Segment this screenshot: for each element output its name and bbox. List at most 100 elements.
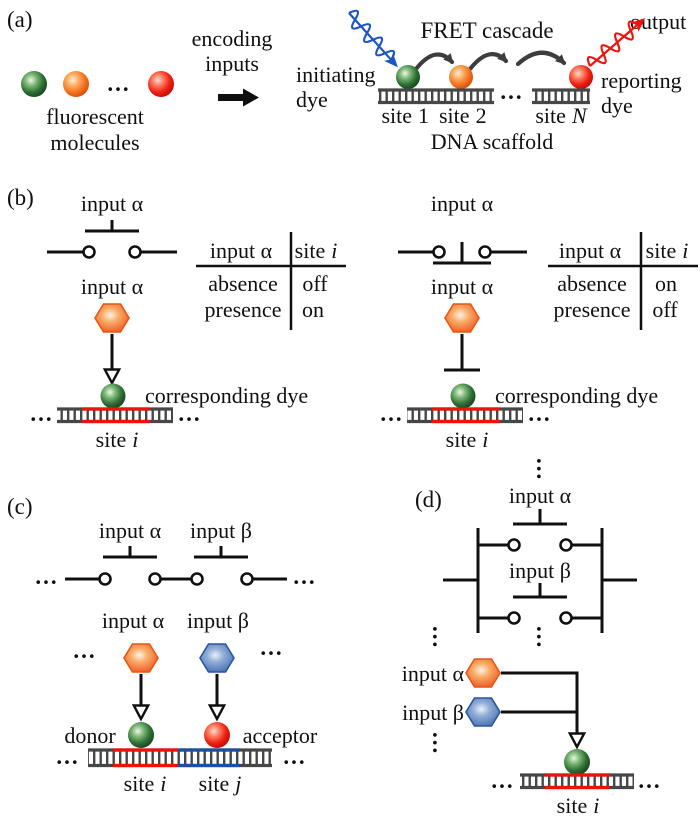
table-header-input: input α <box>210 238 273 263</box>
switch-terminal <box>240 572 254 586</box>
reporting-label-1: reporting <box>601 68 682 93</box>
panel-c-label: (c) <box>7 494 33 519</box>
fluorescent-label-1: fluorescent <box>46 104 144 129</box>
corresponding-dye-icon <box>564 749 590 775</box>
dna-scaffold-bar <box>57 407 173 424</box>
donor-label: donor <box>64 723 116 748</box>
input-alpha-hexagon-icon <box>94 303 130 333</box>
table-header-input: input α <box>559 238 622 263</box>
switch-terminal <box>559 538 573 552</box>
dna-scaffold-bar <box>88 748 272 768</box>
ellipsis: ... <box>500 79 523 104</box>
dna-scaffold-bar <box>520 773 634 790</box>
acceptor-dye-icon <box>204 722 230 748</box>
input-beta-hexagon-icon <box>199 643 235 673</box>
switch-terminal <box>507 538 521 552</box>
fret-hop-arrow <box>467 52 509 72</box>
switch-terminal <box>98 572 112 586</box>
right-arrow-icon <box>218 88 259 107</box>
combined-activation-arrow-icon <box>501 671 587 750</box>
switch-terminal <box>507 611 521 625</box>
green-dye-icon <box>21 71 47 97</box>
fluorescent-label-2: molecules <box>50 130 139 155</box>
table-cell: absence <box>557 271 627 296</box>
ellipsis: ... <box>380 401 403 426</box>
output-photon-icon <box>586 18 646 67</box>
table-cell: on <box>655 271 677 296</box>
input-alpha-hexagon-icon <box>123 643 159 673</box>
inhibition-arrow-icon <box>444 334 480 372</box>
corresponding-dye-label: corresponding dye <box>495 383 658 408</box>
table-cell: off <box>302 271 328 296</box>
switch-terminal <box>128 245 142 259</box>
ellipsis: ... <box>35 564 58 589</box>
switch-terminal <box>82 245 96 259</box>
table-cell: presence <box>205 297 282 322</box>
input-alpha-molecule-label: input α <box>81 274 144 299</box>
ellipsis: ... <box>638 768 661 793</box>
input-beta-switch-label: input β <box>190 518 252 543</box>
initiating-label-1: initiating <box>296 62 375 87</box>
input-alpha-molecule-label: input α <box>102 608 165 633</box>
input-alpha-switch-label: input α <box>431 191 494 216</box>
panel-b-label: (b) <box>7 185 34 210</box>
activation-arrow-icon <box>131 674 151 722</box>
switch-terminal <box>478 245 492 259</box>
corresponding-dye-icon <box>450 383 476 409</box>
panel-b: (b) input α input α corresponding dye ..… <box>7 185 698 452</box>
input-alpha-switch-label: input α <box>99 518 162 543</box>
switch-terminal <box>432 245 446 259</box>
ellipsis: ... <box>293 564 316 589</box>
input-beta-molecule-label: input β <box>187 608 249 633</box>
switch-terminal <box>148 572 162 586</box>
site2-dye-icon <box>449 65 473 89</box>
ellipsis: ... <box>283 744 306 769</box>
input-alpha-hexagon-icon <box>444 303 480 333</box>
initiating-photon-icon <box>348 9 398 68</box>
dna-scaffold-label: DNA scaffold <box>431 129 553 154</box>
ellipsis: ... <box>528 401 551 426</box>
vertical-ellipsis: ... <box>532 626 557 649</box>
acceptor-label: acceptor <box>243 723 318 748</box>
parallel-switches-icon <box>443 509 637 633</box>
input-alpha-molecule-label: input α <box>402 661 465 686</box>
vertical-ellipsis: ... <box>532 458 557 481</box>
donor-dye-icon <box>128 722 154 748</box>
ellipsis: ... <box>73 638 96 663</box>
vertical-ellipsis: ... <box>428 626 453 649</box>
input-beta-hexagon-icon <box>465 697 501 727</box>
table-cell: absence <box>208 271 278 296</box>
initiating-label-2: dye <box>296 87 328 112</box>
table-cell: presence <box>554 297 631 322</box>
reporting-label-2: dye <box>601 93 633 118</box>
ellipsis: ... <box>56 744 79 769</box>
activation-arrow-icon <box>102 334 122 386</box>
orange-dye-icon <box>63 71 89 97</box>
corresponding-dye-icon <box>100 383 126 409</box>
ellipsis: ... <box>260 635 283 660</box>
input-alpha-switch-label: input α <box>81 191 144 216</box>
table-cell: off <box>652 297 678 322</box>
dna-scaffold-bar <box>532 88 590 105</box>
panel-a-label: (a) <box>7 7 33 32</box>
panel-b-left: input α input α corresponding dye ... <box>30 191 346 452</box>
ellipsis: ... <box>30 401 53 426</box>
input-beta-switch-label: input β <box>509 558 571 583</box>
panel-c: (c) input α input β ... ... input α inpu… <box>7 494 318 796</box>
fret-hop-arrow <box>413 52 455 72</box>
dna-scaffold-bar <box>407 407 523 424</box>
activation-arrow-icon <box>207 674 227 722</box>
ellipsis: ... <box>178 401 201 426</box>
fret-hop-arrow <box>515 50 567 67</box>
input-alpha-hexagon-icon <box>465 658 501 688</box>
